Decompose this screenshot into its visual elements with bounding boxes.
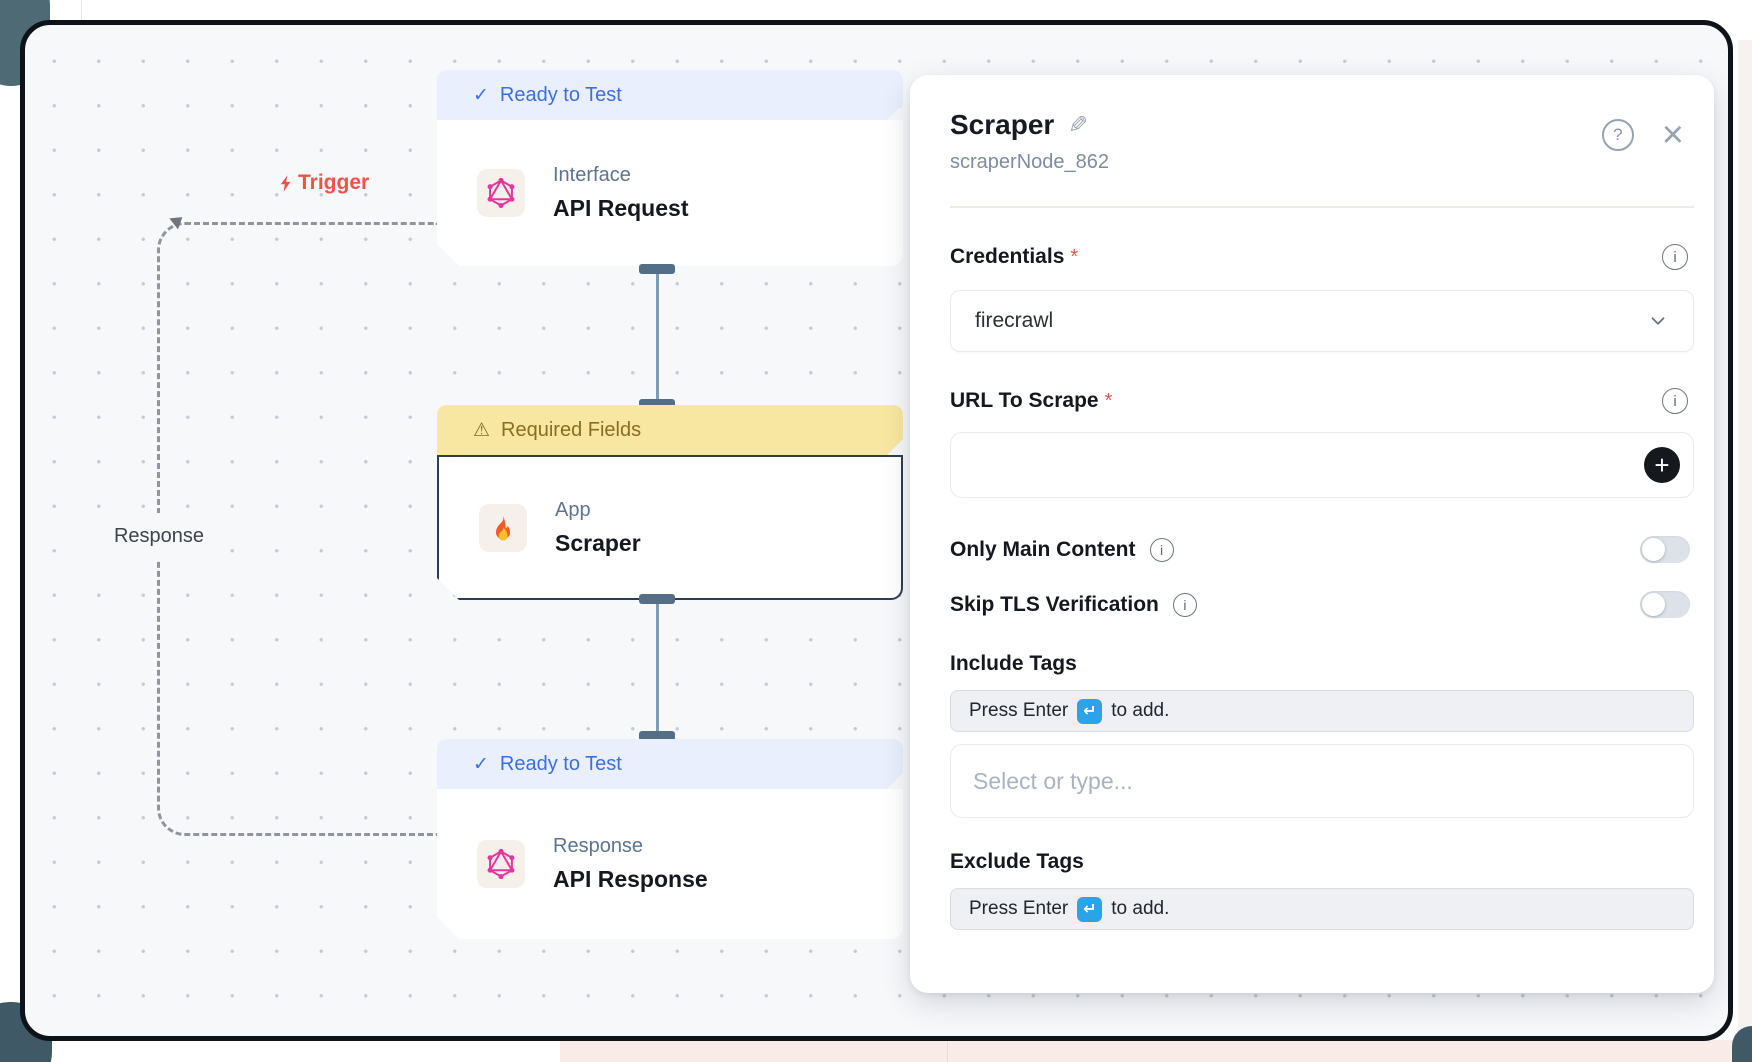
hint-suffix: to add.	[1111, 898, 1170, 919]
credentials-select[interactable]: firecrawl	[950, 290, 1694, 352]
enter-key-icon: ↵	[1077, 896, 1103, 922]
hint-prefix: Press Enter	[969, 898, 1069, 919]
trigger-label: Trigger	[277, 171, 369, 195]
node-card-api-response[interactable]: Response API Response	[437, 789, 903, 939]
required-asterisk: *	[1070, 245, 1079, 268]
node-warning-badge: ⚠ Required Fields	[437, 405, 903, 455]
url-label: URL To Scrape	[950, 389, 1099, 412]
info-icon[interactable]: i	[1172, 592, 1197, 617]
panel-title: Scraper	[950, 109, 1055, 140]
graphql-icon	[477, 840, 525, 888]
close-icon[interactable]: ×	[1661, 114, 1684, 156]
toggle-knob	[1642, 593, 1665, 616]
edge-port	[639, 264, 675, 274]
node-status-badge: ✓ Ready to Test	[437, 739, 903, 789]
node-category: Response	[553, 835, 644, 857]
node-scraper: ⚠ Required Fields App Scraper	[437, 405, 903, 600]
info-icon[interactable]: i	[1662, 244, 1688, 270]
help-icon[interactable]: ?	[1601, 119, 1634, 151]
background-strip	[1738, 40, 1752, 1040]
node-status-text: Required Fields	[501, 418, 642, 441]
background-divider-line	[947, 1042, 948, 1062]
lightning-bolt-icon	[280, 174, 291, 192]
response-edge-label: Response	[91, 513, 227, 559]
include-tags-hint: Press Enter ↵ to add.	[950, 690, 1694, 732]
node-title: API Response	[553, 866, 708, 892]
include-tags-input[interactable]	[950, 744, 1694, 818]
only-main-content-toggle[interactable]	[1640, 536, 1690, 563]
fire-icon	[479, 504, 527, 552]
edge-scraper-to-response	[637, 594, 677, 741]
node-category: App	[555, 498, 591, 521]
graphql-icon	[477, 169, 525, 217]
trigger-label-text: Trigger	[298, 171, 370, 194]
edge-port	[639, 399, 675, 409]
info-icon[interactable]: i	[1149, 537, 1174, 562]
check-icon: ✓	[473, 84, 489, 106]
background-pink-area	[560, 1040, 1752, 1062]
node-status-text: Ready to Test	[499, 83, 622, 106]
node-title: API Request	[553, 195, 689, 221]
warning-icon: ⚠	[473, 419, 491, 441]
edge-port	[639, 594, 675, 604]
edge-line	[655, 596, 659, 739]
enter-key-icon: ↵	[1077, 698, 1103, 724]
check-icon: ✓	[473, 753, 489, 775]
url-input[interactable]	[950, 432, 1694, 498]
background-divider-line	[81, 0, 82, 20]
background-accent-bottom-right	[1732, 1026, 1752, 1062]
node-category: Interface	[553, 164, 631, 186]
required-asterisk: *	[1104, 389, 1113, 412]
workflow-canvas[interactable]: Response Trigger ✓ Ready to Test	[20, 20, 1733, 1041]
hint-prefix: Press Enter	[969, 700, 1069, 721]
edge-request-to-scraper	[637, 264, 677, 409]
node-card-scraper[interactable]: App Scraper	[437, 455, 903, 600]
panel-divider	[950, 206, 1694, 208]
edge-port	[639, 731, 675, 741]
node-api-response: ✓ Ready to Test	[437, 739, 903, 939]
hint-suffix: to add.	[1111, 700, 1170, 721]
node-id: scraperNode_862	[950, 151, 1109, 173]
node-status-text: Ready to Test	[499, 752, 622, 775]
node-config-panel: Scraper ✎ scraperNode_862 ? × Credential…	[910, 75, 1714, 993]
toggle-knob	[1642, 538, 1665, 561]
skip-tls-toggle[interactable]	[1640, 591, 1690, 618]
info-icon[interactable]: i	[1662, 388, 1688, 414]
skip-tls-label: Skip TLS Verification	[950, 592, 1159, 616]
add-variable-button[interactable]: +	[1644, 447, 1680, 483]
node-title: Scraper	[555, 529, 641, 556]
credentials-label: Credentials	[950, 245, 1065, 268]
include-tags-label: Include Tags	[950, 652, 1077, 675]
exclude-tags-hint: Press Enter ↵ to add.	[950, 888, 1694, 930]
node-card-api-request[interactable]: Interface API Request	[437, 120, 903, 266]
node-api-request: ✓ Ready to Test	[437, 70, 903, 266]
only-main-content-label: Only Main Content	[950, 537, 1136, 561]
chevron-down-icon	[1651, 317, 1665, 325]
edge-line	[655, 266, 659, 407]
exclude-tags-label: Exclude Tags	[950, 850, 1084, 873]
node-status-badge: ✓ Ready to Test	[437, 70, 903, 120]
edit-title-icon[interactable]: ✎	[1068, 111, 1089, 139]
credentials-value: firecrawl	[975, 309, 1054, 332]
